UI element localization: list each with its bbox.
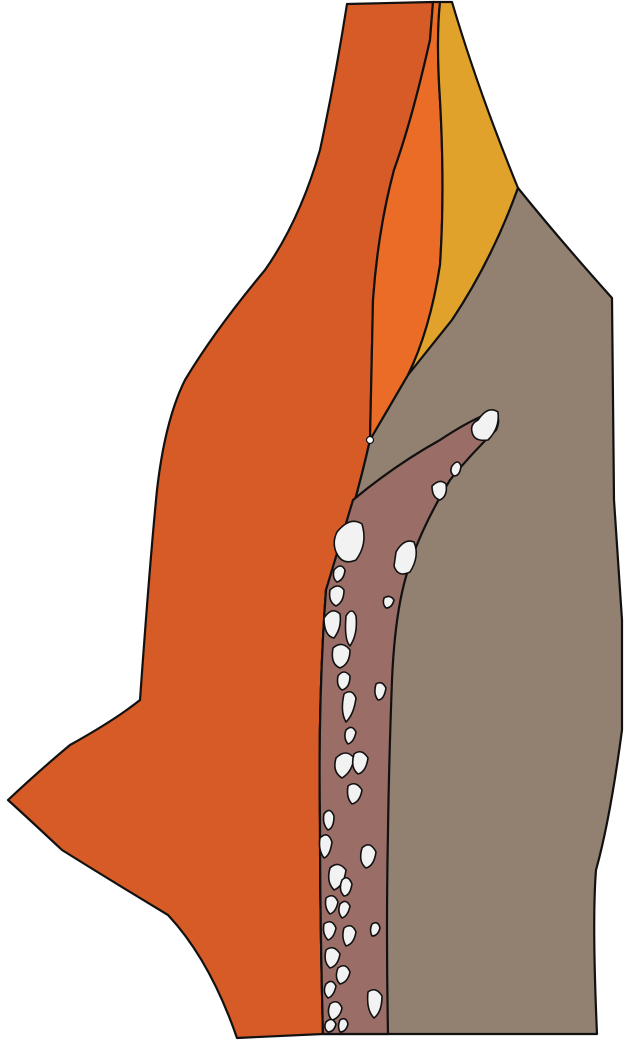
contact-pebble-marker bbox=[367, 437, 374, 444]
clast bbox=[324, 810, 335, 830]
